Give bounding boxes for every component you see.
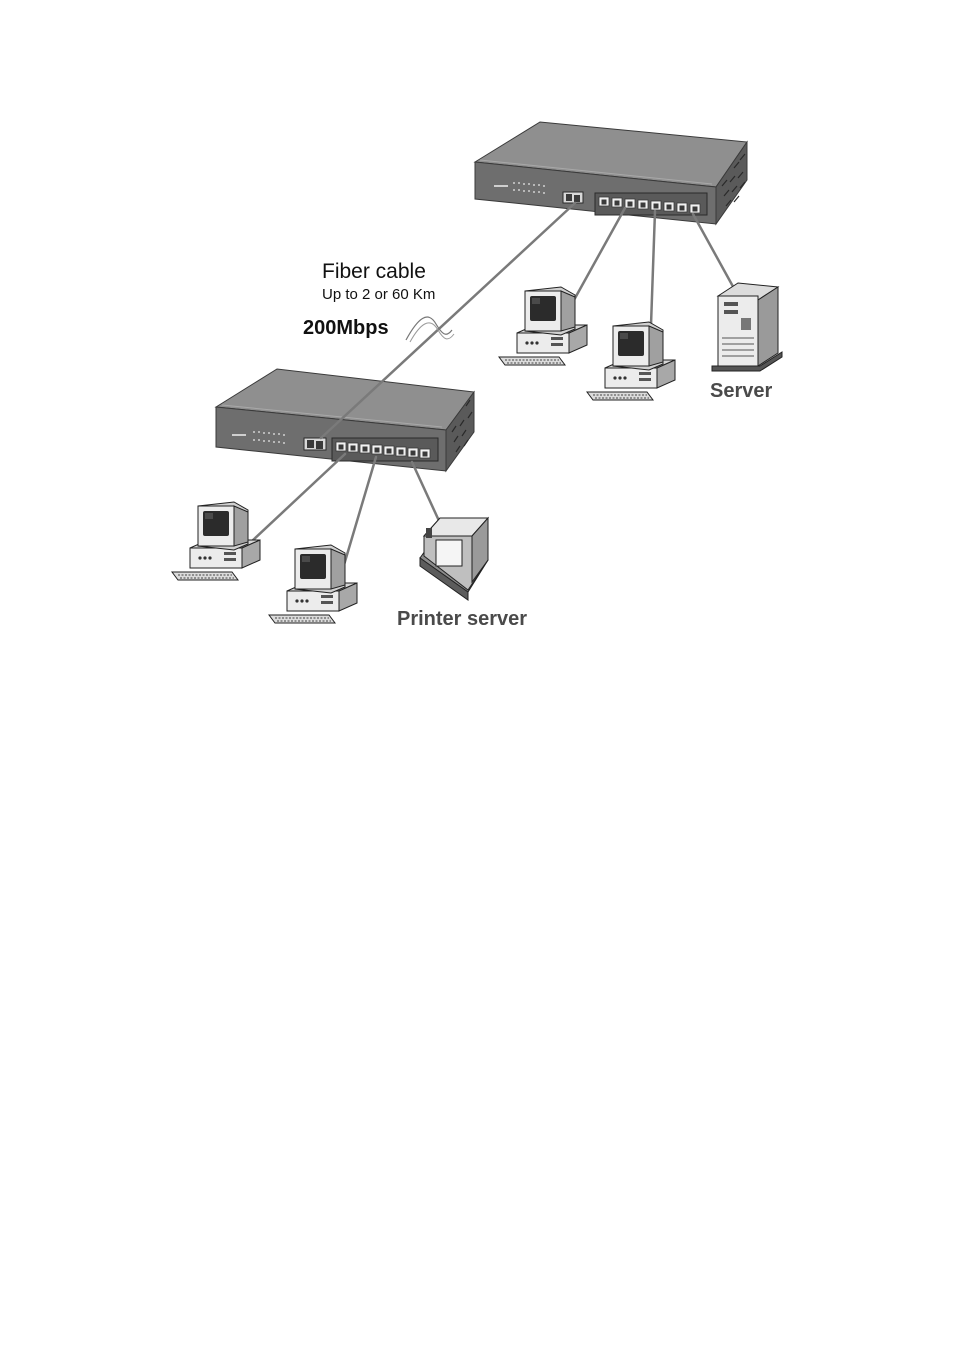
cable-top-server: [693, 214, 736, 292]
speed-label: 200Mbps: [303, 317, 389, 339]
cable-top-pc1: [569, 208, 625, 309]
workstation-icon: [269, 545, 357, 623]
cable-top-pc2: [651, 211, 655, 325]
workstation-icon: [172, 502, 260, 580]
server-icon: [712, 283, 782, 371]
fiber-cable-label: Fiber cable: [322, 260, 426, 283]
server-label: Server: [710, 380, 772, 402]
printer-icon: [420, 518, 488, 600]
fiber-range-label: Up to 2 or 60 Km: [322, 286, 435, 303]
workstation-icon: [499, 287, 587, 365]
printer-server-label: Printer server: [397, 608, 527, 630]
cable-bottom-pc1: [252, 454, 345, 541]
workstation-icon: [587, 322, 675, 400]
top-switch: [475, 122, 747, 224]
cable-bottom-pc2: [341, 457, 376, 575]
signal-wave-icon-echo: [410, 323, 454, 342]
cable-bottom-printer: [412, 462, 440, 523]
